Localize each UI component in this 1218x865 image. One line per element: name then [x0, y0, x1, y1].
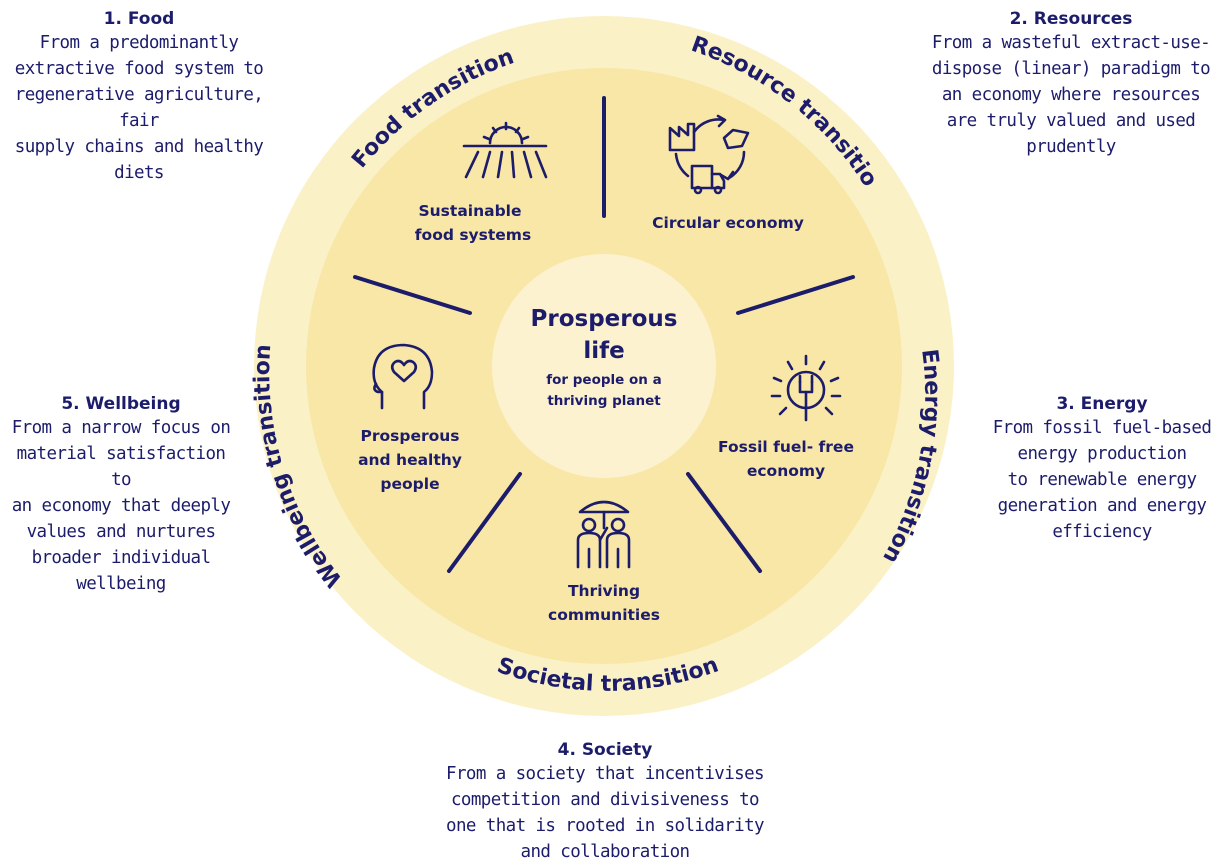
resources-desc-line: prudently	[1026, 137, 1116, 157]
center-title-line1: Prosperous	[531, 306, 678, 332]
society-desc-line: From a society that incentivises	[446, 764, 765, 784]
resources-desc-line: From a wasteful extract-use-	[931, 33, 1211, 53]
head-heart-icon	[372, 343, 434, 410]
wellbeing-sector-label-line1: Prosperous	[360, 427, 459, 445]
center-disc	[492, 254, 716, 478]
food-sector-label-line1: Sustainable	[418, 202, 521, 220]
plug-bulb-icon	[770, 354, 842, 422]
wellbeing-desc-line: wellbeing	[76, 574, 166, 594]
food-desc-line: extractive food system to	[14, 59, 264, 79]
society-desc-line: one that is rooted in solidarity	[446, 816, 765, 836]
energy-desc-line: to renewable energy	[1007, 470, 1197, 490]
energy-sector-label-line2: economy	[747, 462, 825, 480]
divider-society-wellbeing	[447, 472, 522, 573]
resources-desc-line: dispose (linear) paradigm to	[931, 59, 1211, 79]
food-description: 1. Food From a predominantly extractive …	[0, 8, 278, 186]
divider-resource-energy	[736, 275, 855, 315]
food-desc-line: supply chains and healthy	[14, 137, 264, 157]
wellbeing-desc-line: From a narrow focus on	[11, 418, 231, 438]
resources-description: 2. Resources From a wasteful extract-use…	[928, 8, 1214, 160]
recycle-loop-icon	[668, 114, 750, 195]
divider-wellbeing-food	[353, 275, 472, 315]
society-desc-line: and collaboration	[520, 842, 691, 862]
society-desc-line: competition and divisiveness to	[450, 790, 760, 810]
food-desc-line: From a predominantly	[39, 33, 239, 53]
center-sub-line1: for people on a	[546, 372, 661, 388]
wellbeing-heading: 5. Wellbeing	[61, 394, 181, 414]
resource-sector-label: Circular economy	[652, 214, 804, 232]
energy-description: 3. Energy From fossil fuel-based energy …	[990, 393, 1214, 545]
energy-sector-label-line1: Fossil fuel- free	[718, 438, 854, 456]
food-sector-label-line2: food systems	[415, 226, 531, 244]
resources-heading: 2. Resources	[1009, 9, 1133, 29]
society-sector-label-line1: Thriving	[568, 582, 640, 600]
energy-desc-line: efficiency	[1052, 522, 1152, 542]
resources-desc-line: an economy where resources	[941, 85, 1201, 105]
resources-desc-line: are truly valued and used	[946, 111, 1196, 131]
food-desc-line: regenerative agriculture, fair	[14, 85, 264, 131]
people-umbrella-icon	[576, 500, 631, 569]
wellbeing-desc-line: material satisfaction to	[16, 444, 226, 490]
society-sector-label-line2: communities	[548, 606, 660, 624]
society-heading: 4. Society	[557, 740, 653, 760]
energy-desc-line: generation and energy	[997, 496, 1207, 516]
wellbeing-desc-line: an economy that deeply	[11, 496, 231, 516]
wellbeing-desc-line: values and nurtures	[26, 522, 216, 542]
sunrise-field-icon	[462, 121, 548, 179]
food-heading: 1. Food	[103, 9, 175, 29]
wellbeing-desc-line: broader individual	[31, 548, 211, 568]
wellbeing-sector-label-line2: and healthy	[358, 451, 462, 469]
society-description: 4. Society From a society that incentivi…	[440, 739, 770, 865]
center-title-line2: life	[583, 338, 624, 364]
food-desc-line: diets	[114, 163, 164, 183]
center-sub-line2: thriving planet	[547, 393, 661, 409]
wellbeing-sector-label-line3: people	[380, 475, 439, 493]
energy-desc-line: energy production	[1017, 444, 1188, 464]
wellbeing-description: 5. Wellbeing From a narrow focus on mate…	[4, 393, 238, 597]
divider-energy-society	[686, 472, 762, 573]
energy-heading: 3. Energy	[1056, 394, 1148, 414]
energy-desc-line: From fossil fuel-based	[992, 418, 1212, 438]
